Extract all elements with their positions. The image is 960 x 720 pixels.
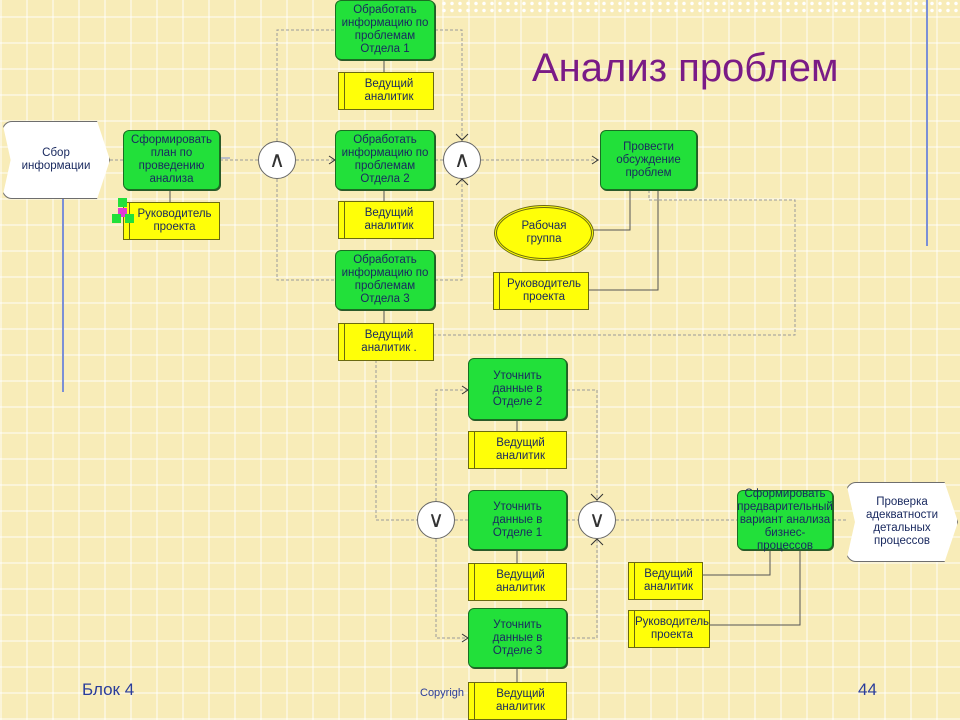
decor-line-right: [926, 0, 928, 246]
org-analitik-utoch-2-label: Ведущий аналитик: [496, 437, 545, 462]
marker-magenta: [118, 208, 127, 217]
function-otdel-1[interactable]: Обработать информацию по проблемам Отдел…: [335, 0, 435, 60]
and-symbol: ∧: [268, 147, 286, 172]
org-analitik-otdel-3[interactable]: Ведущий аналитик .: [338, 323, 434, 361]
function-utochnit-2[interactable]: Уточнить данные в Отделе 2: [468, 358, 567, 420]
function-obsuzhdenie[interactable]: Провести обсуждение проблем: [600, 130, 697, 190]
footer-copyright: Copyrigh: [420, 687, 465, 699]
marker-green-1: [118, 198, 127, 207]
org-analitik-utoch-1[interactable]: Ведущий аналитик: [468, 563, 567, 601]
function-utochnit-2-label: Уточнить данные в Отделе 2: [492, 369, 543, 408]
org-analitik-otdel-2[interactable]: Ведущий аналитик: [338, 201, 434, 239]
function-otdel-2-label: Обработать информацию по проблемам Отдел…: [341, 134, 429, 185]
function-plan-label: Сформировать план по проведению анализа: [130, 134, 213, 185]
page-title: Анализ проблем: [532, 46, 839, 90]
or-symbol: ∨: [427, 507, 445, 532]
function-utochnit-1[interactable]: Уточнить данные в Отделе 1: [468, 490, 567, 550]
function-otdel-2[interactable]: Обработать информацию по проблемам Отдел…: [335, 130, 435, 190]
org-rukovoditel-2-label: Руководитель проекта: [506, 278, 582, 303]
org-analitik-utoch-1-label: Ведущий аналитик: [496, 569, 545, 594]
org-rukovoditel-3-label: Руководитель проекта: [634, 616, 710, 641]
org-analitik-otdel-1[interactable]: Ведущий аналитик: [338, 72, 434, 110]
org-analitik-utoch-3-label: Ведущий аналитик: [496, 688, 545, 713]
event-sbor-label: Сбор информации: [21, 147, 91, 172]
org-rukovoditel-1[interactable]: Руководитель проекта: [123, 202, 220, 240]
function-utochnit-1-label: Уточнить данные в Отделе 1: [492, 500, 543, 539]
org-analitik-otdel-1-label: Ведущий аналитик: [364, 78, 414, 103]
marker-green-3: [125, 214, 134, 223]
function-otdel-1-label: Обработать информацию по проблемам Отдел…: [341, 4, 429, 55]
connector-or-join[interactable]: ∨: [578, 501, 616, 539]
footer-page-number: 44: [858, 680, 877, 699]
marker-green-2: [112, 214, 121, 223]
org-rukovoditel-1-label: Руководитель проекта: [137, 208, 212, 233]
org-analitik-predvar[interactable]: Ведущий аналитик: [628, 562, 703, 600]
function-obsuzhdenie-label: Провести обсуждение проблем: [616, 140, 681, 179]
event-sbor-informacii[interactable]: Сбор информации: [2, 121, 110, 199]
org-analitik-predvar-label: Ведущий аналитик: [644, 568, 693, 593]
function-predvaritelnyi-label: Сформировать предварительный вариант ана…: [737, 487, 833, 552]
group-rabochaya[interactable]: Рабочая группа: [494, 205, 594, 261]
org-analitik-otdel-2-label: Ведущий аналитик: [364, 207, 414, 232]
function-otdel-3[interactable]: Обработать информацию по проблемам Отдел…: [335, 250, 435, 310]
top-dot-pattern: [440, 0, 960, 14]
function-plan[interactable]: Сформировать план по проведению анализа: [123, 130, 220, 190]
connector-or-split[interactable]: ∨: [417, 501, 455, 539]
org-rukovoditel-2[interactable]: Руководитель проекта: [493, 272, 589, 310]
org-analitik-utoch-2[interactable]: Ведущий аналитик: [468, 431, 567, 469]
decor-line-left: [62, 186, 64, 392]
function-predvaritelnyi[interactable]: Сформировать предварительный вариант ана…: [737, 487, 833, 552]
org-analitik-utoch-3[interactable]: Ведущий аналитик: [468, 682, 567, 720]
function-utochnit-3[interactable]: Уточнить данные в Отделе 3: [468, 608, 567, 668]
function-otdel-3-label: Обработать информацию по проблемам Отдел…: [341, 254, 429, 305]
event-proverka[interactable]: Проверка адекватности детальных процессо…: [846, 482, 958, 562]
group-rabochaya-label: Рабочая группа: [521, 220, 567, 245]
or-symbol: ∨: [588, 507, 606, 532]
footer-block: Блок 4: [82, 680, 135, 699]
org-rukovoditel-3[interactable]: Руководитель проекта: [628, 610, 710, 648]
connector-and-join[interactable]: ∧: [443, 141, 481, 179]
function-utochnit-3-label: Уточнить данные в Отделе 3: [492, 618, 543, 657]
connector-and-split[interactable]: ∧: [258, 141, 296, 179]
event-proverka-label: Проверка адекватности детальных процессо…: [865, 496, 939, 547]
org-analitik-otdel-3-label: Ведущий аналитик .: [361, 329, 417, 354]
and-symbol: ∧: [453, 147, 471, 172]
